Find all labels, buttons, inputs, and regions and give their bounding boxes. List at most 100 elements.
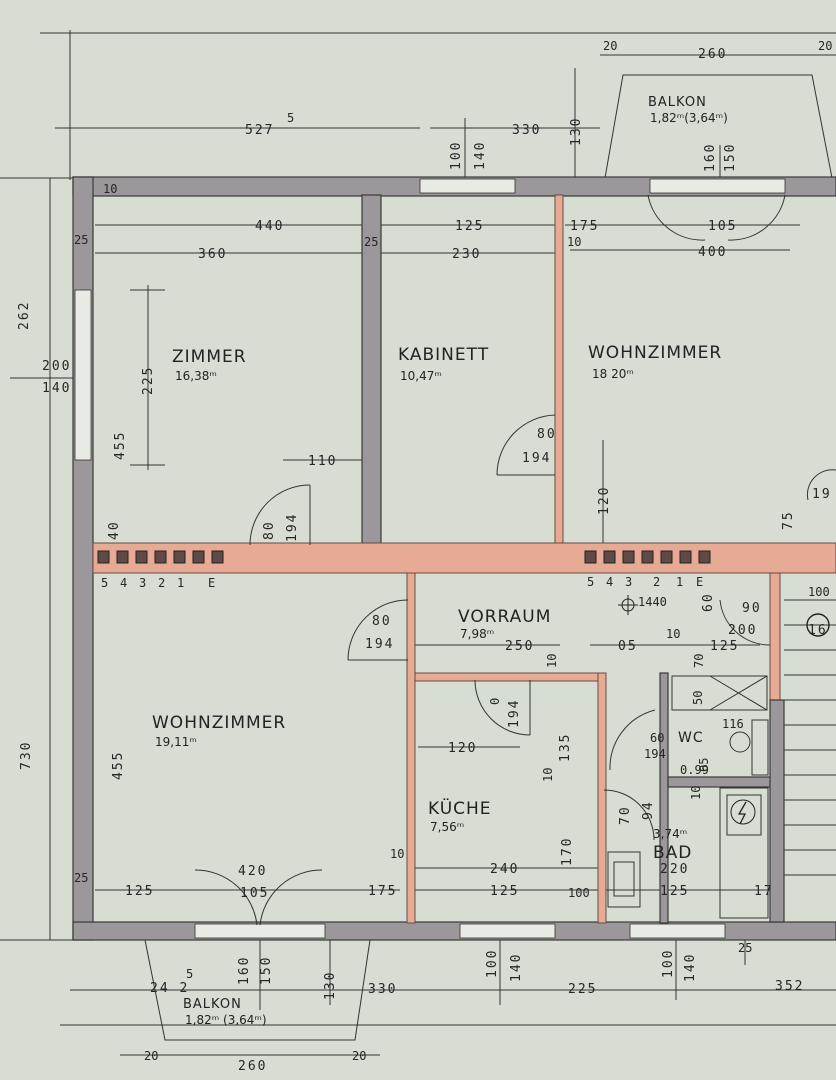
dim: 100	[449, 141, 464, 170]
dim: 10	[689, 786, 703, 800]
unit-number-badge	[806, 613, 830, 637]
dim: 10	[545, 654, 559, 668]
dim: 150	[259, 956, 274, 985]
dim: 20	[603, 39, 617, 53]
room-name-kabinett: KABINETT	[398, 345, 489, 365]
dim: 125	[125, 884, 154, 899]
dim: 200	[728, 623, 757, 638]
dim: 80	[372, 614, 392, 629]
dim: 260	[698, 47, 727, 62]
balcony-bottom-name: BALKON	[183, 997, 242, 1012]
balcony-top-outline	[604, 74, 833, 179]
dim: 1440	[638, 595, 667, 609]
dim: 5	[186, 967, 193, 981]
toilet	[729, 719, 769, 776]
dim: 4	[120, 576, 127, 590]
dim: 100	[661, 949, 676, 978]
dim: 05	[618, 639, 638, 654]
dim: 400	[698, 245, 727, 260]
dim: 125	[455, 219, 484, 234]
electric-symbol-icon	[730, 799, 756, 825]
room-area-kabinett: 10,47ᵐ	[400, 369, 442, 383]
windows	[74, 178, 786, 939]
dim: 0	[488, 698, 502, 705]
room-name-wc: WC	[678, 730, 704, 746]
dim: 360	[198, 247, 227, 262]
room-name-kueche: KÜCHE	[428, 797, 492, 819]
dim: 140	[683, 953, 698, 982]
dim: 70	[692, 654, 706, 668]
dim: 130	[323, 971, 338, 1000]
stairs	[784, 599, 836, 876]
dim: 440	[255, 219, 284, 234]
dim: 5	[287, 111, 294, 125]
dimension-labels: 527 5 330 100 140 130 20 260 20 160 150 …	[17, 39, 832, 1074]
dim: 75	[781, 510, 796, 530]
dim: 730	[19, 741, 34, 770]
dim: 260	[238, 1059, 267, 1074]
dim: 230	[452, 247, 481, 262]
dim: 160	[703, 143, 718, 172]
dim: 125	[490, 884, 519, 899]
dim: 194	[285, 513, 300, 542]
dim: 20	[818, 39, 832, 53]
dim: 225	[141, 366, 156, 395]
doors	[194, 194, 836, 926]
room-area-wohnzimmer-top: 18 20ᵐ	[592, 367, 634, 381]
dim: 4	[606, 575, 613, 589]
dim: 2	[653, 575, 660, 589]
balcony-top-name: BALKON	[648, 95, 707, 110]
dim: 420	[238, 864, 267, 879]
dim: 116	[722, 717, 744, 731]
room-area-zimmer: 16,38ᵐ	[175, 369, 217, 383]
dim: 5	[101, 576, 108, 590]
dim: 105	[708, 219, 737, 234]
dim: 330	[368, 982, 397, 997]
dim: 20	[144, 1049, 158, 1063]
dim: 20	[352, 1049, 366, 1063]
dim: 19	[812, 487, 832, 502]
dim: 25	[364, 235, 378, 249]
dim: 3	[625, 575, 632, 589]
dim: 225	[568, 982, 597, 997]
dim: 105	[240, 886, 269, 901]
dim: 100	[808, 585, 830, 599]
dim: 100	[485, 949, 500, 978]
dim: E	[696, 575, 703, 589]
dim: 240	[490, 862, 519, 877]
dim: 10	[390, 847, 404, 861]
dim: 2	[158, 576, 165, 590]
dim: 120	[448, 741, 477, 756]
room-name-wohnzimmer-top: WOHNZIMMER	[588, 343, 722, 363]
dim: 130	[569, 117, 584, 146]
shower-box	[671, 675, 768, 711]
dim: 140	[42, 381, 71, 396]
room-name-bad: BAD	[653, 843, 692, 863]
dim: 110	[308, 454, 337, 469]
dim: 1	[676, 575, 683, 589]
dim: 250	[505, 639, 534, 654]
dim: 140	[473, 141, 488, 170]
dim: 175	[570, 219, 599, 234]
dim: 194	[644, 747, 666, 761]
dim: 40	[107, 520, 122, 540]
dim: 50	[691, 691, 705, 705]
dim: 10	[541, 768, 555, 782]
dim: 10	[103, 182, 117, 196]
dim: 455	[111, 751, 126, 780]
dim: 352	[775, 979, 804, 994]
dim: 175	[368, 884, 397, 899]
dim: E	[208, 576, 215, 590]
dim: 194	[507, 699, 522, 728]
sink	[607, 851, 641, 908]
dim: 125	[660, 884, 689, 899]
balcony-top-area: 1,82ᵐ(3,64ᵐ)	[650, 111, 728, 125]
dim: 25	[74, 233, 88, 247]
room-area-vorraum: 7,98ᵐ	[460, 627, 494, 641]
balcony-bottom-area: 1,82ᵐ (3,64ᵐ)	[185, 1013, 267, 1027]
dimension-lines	[0, 30, 836, 1056]
dim: 80	[262, 520, 277, 540]
dim: 10	[666, 627, 680, 641]
dim: 200	[42, 359, 71, 374]
